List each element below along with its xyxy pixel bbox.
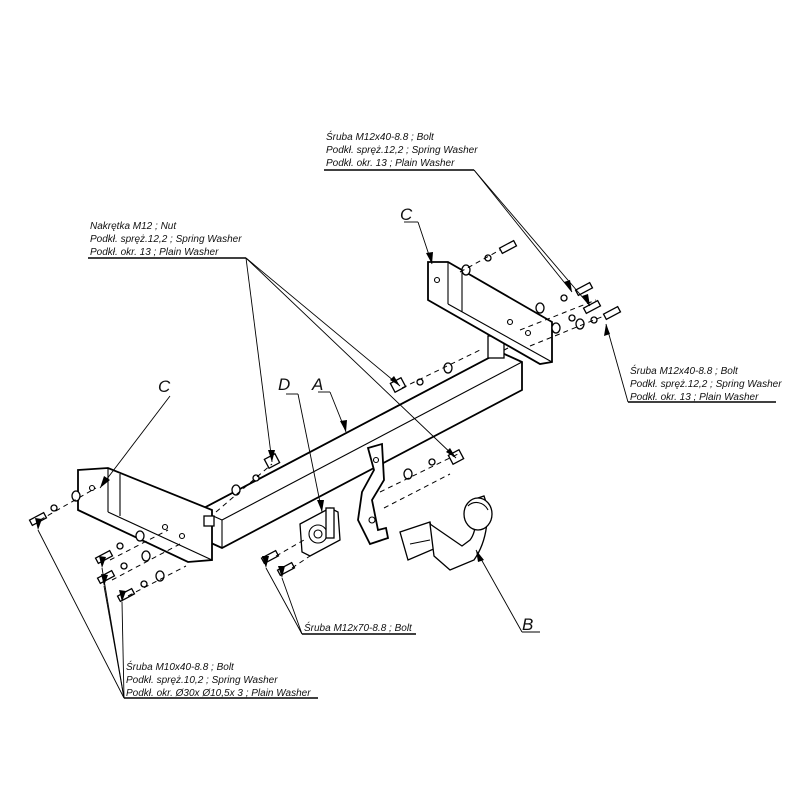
top-right-fasteners	[459, 239, 622, 347]
callout-nut-line2: Podkł. spręż.12,2 ; Spring Washer	[90, 234, 242, 245]
callout-left-bolt-line2: Podkł. spręż.10,2 ; Spring Washer	[126, 675, 278, 686]
callout-top-bolt-line2: Podkł. spręż.12,2 ; Spring Washer	[326, 145, 478, 156]
callout-nut-line1: Nakrętka M12 ; Nut	[90, 221, 177, 232]
callout-ball-bolt: Śruba M12x70-8.8 ; Bolt	[304, 621, 413, 634]
callout-left-bolt-line3: Podkł. okr. Ø30x Ø10,5x 3 ; Plain Washer	[126, 688, 311, 699]
part-letter-c-left: C	[158, 377, 171, 396]
callout-left-bolt: Śruba M10x40-8.8 ; Bolt Podkł. spręż.10,…	[126, 660, 311, 699]
part-letter-c-right: C	[400, 205, 413, 224]
callout-nut: Nakrętka M12 ; Nut Podkł. spręż.12,2 ; S…	[90, 221, 242, 258]
right-side-bracket	[427, 261, 553, 365]
tow-ball	[399, 495, 493, 571]
part-letter-a: A	[311, 375, 323, 394]
left-bolt-fasteners	[28, 487, 187, 603]
callout-ball-bolt-line1: Śruba M12x70-8.8 ; Bolt	[304, 621, 413, 634]
socket-plate	[299, 507, 341, 557]
beam-nut-fasteners	[203, 349, 481, 527]
arrowheads	[35, 252, 610, 602]
part-letter-b: B	[522, 615, 533, 634]
center-mounting-plate	[357, 442, 390, 546]
callout-top-bolt-line3: Podkł. okr. 13 ; Plain Washer	[326, 158, 455, 169]
callout-right-bolt-line3: Podkł. okr. 13 ; Plain Washer	[630, 392, 759, 403]
left-side-bracket	[77, 467, 213, 563]
callout-top-bolt-line1: Śruba M12x40-8.8 ; Bolt	[326, 130, 435, 143]
callout-right-bolt: Śruba M12x40-8.8 ; Bolt Podkł. spręż.12,…	[630, 364, 782, 403]
callout-right-bolt-line2: Podkł. spręż.12,2 ; Spring Washer	[630, 379, 782, 390]
callout-left-bolt-line1: Śruba M10x40-8.8 ; Bolt	[126, 660, 235, 673]
callout-right-bolt-line1: Śruba M12x40-8.8 ; Bolt	[630, 364, 739, 377]
part-letter-d: D	[278, 375, 290, 394]
callout-top-bolt: Śruba M12x40-8.8 ; Bolt Podkł. spręż.12,…	[326, 130, 478, 169]
leader-lines	[37, 169, 776, 699]
callout-nut-line3: Podkł. okr. 13 ; Plain Washer	[90, 247, 219, 258]
